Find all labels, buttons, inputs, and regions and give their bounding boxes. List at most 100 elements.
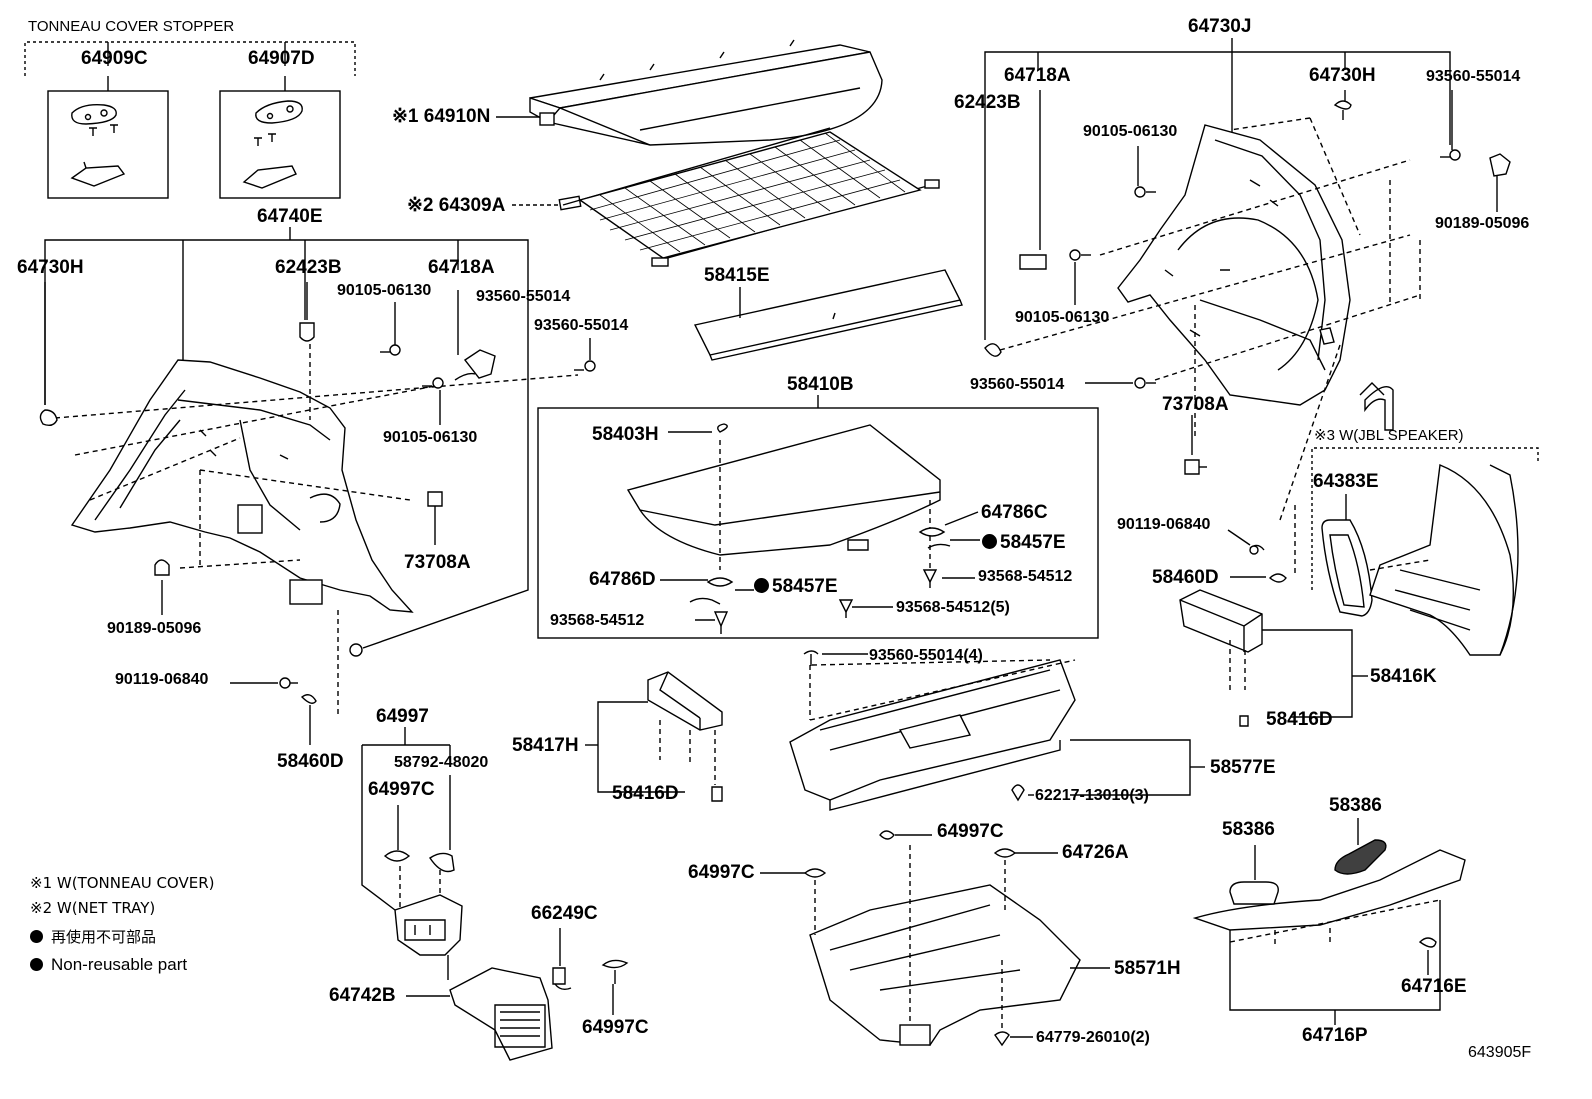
note-non-reusable-en: Non-reusable part xyxy=(30,956,187,973)
label-58577E: 58577E xyxy=(1210,757,1276,778)
label-90105-06130-r1: 90105-06130 xyxy=(1083,123,1178,140)
label-93560-55014-l1: 93560-55014 xyxy=(476,288,571,305)
label-64716P: 64716P xyxy=(1302,1025,1368,1046)
stopper-64907D-drawing xyxy=(242,100,303,189)
stopper-group-bracket xyxy=(24,41,356,199)
left-trim-fasteners xyxy=(39,322,596,704)
label-58416D-mid: 58416D xyxy=(612,783,679,804)
part-66249C-drawing xyxy=(552,928,629,1015)
note-tonneau-cover: ※1 W(TONNEAU COVER) xyxy=(30,874,215,892)
label-64786D: 64786D xyxy=(589,569,656,590)
note-net-tray: ※2 W(NET TRAY) xyxy=(30,899,156,917)
mat-58415E-drawing xyxy=(693,269,963,361)
label-73708A-right: 73708A xyxy=(1162,394,1229,415)
label-90119-06840-right: 90119-06840 xyxy=(1117,516,1211,533)
right-trim-dashed-leaders xyxy=(999,117,1421,575)
label-58403H: 58403H xyxy=(592,424,659,445)
label-58410B: 58410B xyxy=(787,374,854,395)
group-64730J-bracket xyxy=(984,38,1451,340)
stopper-64909C-drawing xyxy=(70,103,126,187)
net-tray-drawing xyxy=(558,127,940,267)
label-64730J: 64730J xyxy=(1188,16,1252,37)
diagram-id: 643905F xyxy=(1468,1044,1532,1061)
label-58416D-right: 58416D xyxy=(1266,709,1333,730)
label-58386-right: 58386 xyxy=(1329,795,1382,816)
jbl-speaker-group xyxy=(1311,447,1539,656)
deck-board-drawing xyxy=(626,423,941,556)
label-64909C: 64909C xyxy=(81,48,148,69)
left-trim-label-leaders xyxy=(44,282,591,745)
deck-board-fasteners xyxy=(689,440,951,634)
label-58460D-right: 58460D xyxy=(1152,567,1219,588)
part-64742B-drawing xyxy=(406,967,553,1061)
label-93568-54512-b: 93568-54512 xyxy=(550,612,645,629)
label-64907D: 64907D xyxy=(248,48,315,69)
note-non-reusable-jp: 再使用不可部品 xyxy=(30,930,156,945)
arrow-jbl xyxy=(1359,382,1385,396)
label-64309A: ※2 64309A xyxy=(407,195,506,216)
label-64383E: 64383E xyxy=(1313,471,1379,492)
part-58417H-drawing xyxy=(585,671,723,802)
label-58457E-left: 58457E xyxy=(754,577,838,596)
group-64997 xyxy=(361,727,463,980)
left-trim-dashed-leaders xyxy=(54,335,579,718)
label-93560-55014-r2: 93560-55014 xyxy=(970,376,1065,393)
part-64716P-drawing xyxy=(1192,818,1466,1025)
label-93560-55014-l2: 93560-55014 xyxy=(534,317,629,334)
label-58571H: 58571H xyxy=(1114,958,1181,979)
label-58457E-left-text: 58457E xyxy=(772,576,838,597)
label-64997C-c: 64997C xyxy=(688,862,755,883)
non-reusable-bullet-icon xyxy=(30,930,43,943)
label-58457E-right-text: 58457E xyxy=(1000,532,1066,553)
label-93560-55014-r1: 93560-55014 xyxy=(1426,68,1521,85)
non-reusable-bullet-icon xyxy=(30,958,43,971)
label-58386-left: 58386 xyxy=(1222,819,1275,840)
label-64730H-left: 64730H xyxy=(17,257,84,278)
label-64718A-right: 64718A xyxy=(1004,65,1071,86)
right-trim-fasteners xyxy=(984,100,1511,475)
note-non-reusable-jp-text: 再使用不可部品 xyxy=(51,928,157,946)
deck-board-label-leaders xyxy=(660,431,980,621)
non-reusable-mark-icon xyxy=(982,534,997,549)
label-64786C: 64786C xyxy=(981,502,1048,523)
right-trim-label-leaders xyxy=(1039,90,1498,455)
label-90105-06130-l2: 90105-06130 xyxy=(383,429,478,446)
label-64718A-left: 64718A xyxy=(428,257,495,278)
tonneau-cover-drawing xyxy=(529,39,883,146)
part-58571H-drawing xyxy=(760,830,1110,1047)
label-93568-54512-a: 93568-54512 xyxy=(978,568,1073,585)
note-non-reusable-en-text: Non-reusable part xyxy=(51,955,188,974)
label-62423B-left: 62423B xyxy=(275,257,342,278)
part-58577E-drawing xyxy=(789,650,1205,811)
non-reusable-mark-icon xyxy=(754,578,769,593)
label-58417H: 58417H xyxy=(512,735,579,756)
label-66249C: 66249C xyxy=(531,903,598,924)
label-64997C-b: 64997C xyxy=(937,821,1004,842)
label-90119-06840-left: 90119-06840 xyxy=(115,671,209,688)
left-quarter-trim-drawing xyxy=(70,359,414,613)
label-64742B: 64742B xyxy=(329,985,396,1006)
parts-58416K-drawing xyxy=(1179,529,1368,727)
label-64726A: 64726A xyxy=(1062,842,1129,863)
label-58416K: 58416K xyxy=(1370,666,1437,687)
label-90189-05096-right: 90189-05096 xyxy=(1435,215,1530,232)
label-90105-06130-r2: 90105-06130 xyxy=(1015,309,1110,326)
label-90105-06130-l1: 90105-06130 xyxy=(337,282,432,299)
right-quarter-trim-drawing xyxy=(1117,124,1351,406)
label-58457E-right: 58457E xyxy=(982,533,1066,552)
label-58415E: 58415E xyxy=(704,265,770,286)
header-tonneau-cover-stopper: TONNEAU COVER STOPPER xyxy=(28,18,235,35)
label-64779-26010-2: 64779-26010(2) xyxy=(1036,1029,1150,1046)
label-64997: 64997 xyxy=(376,706,429,727)
label-64997C-a: 64997C xyxy=(368,779,435,800)
label-93568-54512-5: 93568-54512(5) xyxy=(896,599,1010,616)
label-64716E: 64716E xyxy=(1401,976,1467,997)
label-90189-05096-left: 90189-05096 xyxy=(107,620,202,637)
label-62217-13010-3: 62217-13010(3) xyxy=(1035,787,1149,804)
label-64740E: 64740E xyxy=(257,206,323,227)
label-73708A-left: 73708A xyxy=(404,552,471,573)
label-58460D-left: 58460D xyxy=(277,751,344,772)
header-jbl-speaker: ※3 W(JBL SPEAKER) xyxy=(1314,427,1464,444)
